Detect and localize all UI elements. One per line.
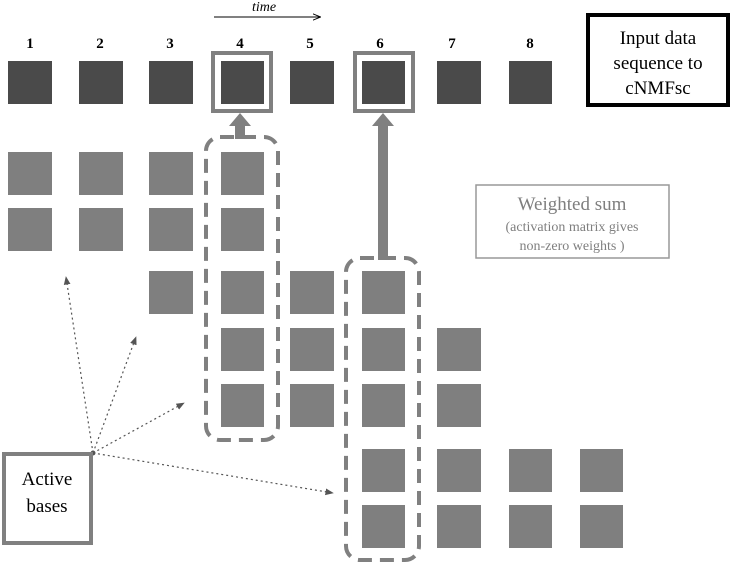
frame-numbers: 1 2 3 4 5 6 7 8	[26, 36, 534, 52]
basis-square	[362, 328, 405, 371]
basis-square	[221, 208, 264, 251]
weighted-sum-title: Weighted sum	[518, 194, 627, 215]
basis-square	[221, 328, 264, 371]
active-bases-line: Active	[22, 469, 73, 490]
frame-number: 5	[306, 36, 314, 52]
basis-square	[221, 271, 264, 314]
input-box-line: cNMFsc	[625, 78, 690, 99]
sum-arrow-6-shaft	[378, 124, 388, 260]
basis-square	[437, 505, 481, 548]
basis-square	[221, 152, 264, 195]
basis-square	[437, 449, 481, 492]
sum-arrow-6-head	[372, 113, 394, 126]
basis-square	[79, 152, 123, 195]
input-frame-square	[509, 61, 552, 104]
basis-square	[437, 384, 481, 427]
sum-arrow-4-head	[229, 113, 251, 126]
basis-square	[509, 449, 552, 492]
pointer-line	[92, 336, 137, 454]
basis-square	[8, 152, 52, 195]
basis-square	[79, 208, 123, 251]
basis-square	[221, 384, 264, 427]
active-bases-line: bases	[26, 496, 67, 517]
input-data-box: Input data sequence to cNMFsc	[586, 13, 730, 107]
basis-square	[290, 271, 334, 314]
sum-arrows	[229, 113, 394, 260]
highlight-frame-4	[211, 51, 273, 113]
frame-number: 6	[376, 36, 384, 52]
time-label: time	[252, 0, 276, 15]
input-sequence	[8, 61, 552, 104]
pointer-line	[92, 402, 185, 454]
input-frame-square	[8, 61, 52, 104]
frame-number: 2	[96, 36, 104, 52]
highlight-frame-6	[353, 51, 415, 113]
frame-number: 3	[166, 36, 174, 52]
active-bases-box: Active bases	[2, 452, 93, 545]
basis-square	[8, 208, 52, 251]
frame-number: 8	[526, 36, 534, 52]
basis-grid	[8, 152, 623, 548]
frame-number: 7	[448, 36, 456, 52]
basis-square	[580, 449, 623, 492]
basis-square	[509, 505, 552, 548]
basis-square	[437, 328, 481, 371]
input-frame-square	[362, 61, 405, 104]
active-bases-pointers	[63, 276, 334, 496]
basis-square	[149, 152, 193, 195]
basis-square	[290, 384, 334, 427]
basis-square	[149, 271, 193, 314]
basis-square	[580, 505, 623, 548]
input-frame-square	[290, 61, 334, 104]
input-box-line: Input data	[620, 28, 697, 49]
basis-square	[149, 208, 193, 251]
pointer-line	[92, 452, 334, 496]
input-frame-square	[79, 61, 123, 104]
pointer-line	[63, 276, 94, 454]
weighted-sum-box: Weighted sum (activation matrix gives no…	[475, 184, 670, 259]
frame-number: 1	[26, 36, 34, 52]
sum-arrow-4-shaft	[235, 125, 245, 139]
basis-square	[362, 271, 405, 314]
basis-square	[362, 449, 405, 492]
basis-square	[290, 328, 334, 371]
input-frame-square	[221, 61, 264, 104]
input-box-line: sequence to	[613, 53, 702, 74]
weighted-sum-subtitle: (activation matrix gives	[506, 220, 639, 235]
basis-square	[362, 505, 405, 548]
input-frame-square	[149, 61, 193, 104]
weighted-sum-subtitle: non-zero weights )	[520, 239, 625, 254]
basis-square	[362, 384, 405, 427]
frame-number: 4	[236, 36, 244, 52]
input-frame-square	[437, 61, 481, 104]
